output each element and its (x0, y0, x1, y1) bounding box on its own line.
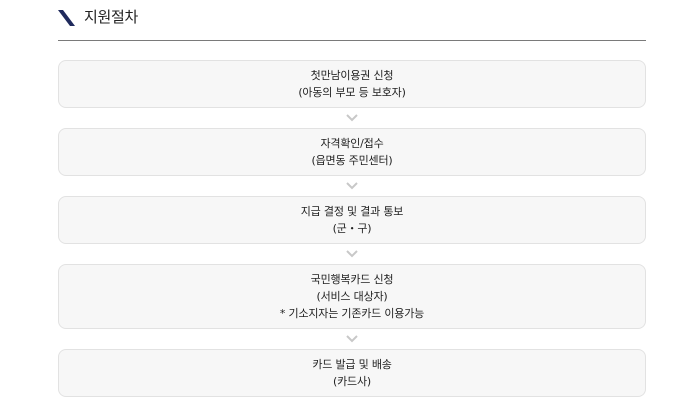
step-3-title: 지급 결정 및 결과 통보 (300, 205, 404, 218)
step-1-box: 첫만남이용권 신청 (아동의 부모 등 보호자) (58, 60, 646, 108)
chevron-down-icon (58, 244, 646, 264)
step-4-title: 국민행복카드 신청 (310, 273, 394, 286)
step-5-title: 카드 발급 및 배송 (312, 358, 392, 371)
chevron-down-icon (58, 176, 646, 196)
step-2-title: 자격확인/접수 (320, 137, 384, 150)
slash-icon (58, 10, 76, 26)
chevron-down-icon (58, 108, 646, 128)
step-1-detail: (아동의 부모 등 보호자) (298, 86, 406, 99)
chevron-down-icon (58, 329, 646, 349)
section-header: 지원절차 (58, 0, 646, 41)
procedure-steps: 첫만남이용권 신청 (아동의 부모 등 보호자) 자격확인/접수 (읍면동 주민… (58, 60, 646, 397)
step-2-detail: (읍면동 주민센터) (311, 154, 393, 167)
step-4-box: 국민행복카드 신청 (서비스 대상자) * 기소지자는 기존카드 이용가능 (58, 264, 646, 329)
step-5-detail: (카드사) (333, 375, 371, 388)
step-1-title: 첫만남이용권 신청 (310, 69, 394, 82)
step-4-detail: (서비스 대상자) (316, 290, 388, 303)
step-5-box: 카드 발급 및 배송 (카드사) (58, 349, 646, 397)
step-4-note: * 기소지자는 기존카드 이용가능 (279, 307, 425, 320)
step-3-detail: (군・구) (332, 222, 372, 235)
step-3-box: 지급 결정 및 결과 통보 (군・구) (58, 196, 646, 244)
step-2-box: 자격확인/접수 (읍면동 주민센터) (58, 128, 646, 176)
section-title: 지원절차 (84, 8, 139, 26)
